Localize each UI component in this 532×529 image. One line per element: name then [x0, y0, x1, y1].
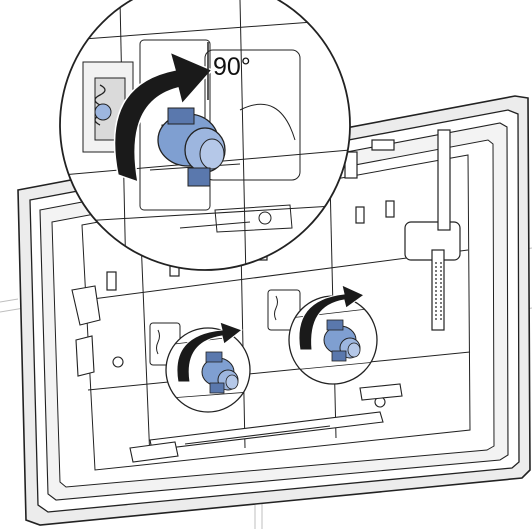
left-clip	[71, 285, 124, 377]
knob-detail-left	[165, 321, 251, 413]
rotation-arrow-right	[298, 284, 365, 351]
rotation-knob-main	[157, 107, 226, 187]
bottom-rail	[129, 383, 403, 463]
knob-detail-right	[288, 284, 378, 385]
rotation-angle-label: 90°	[213, 53, 251, 81]
rotation-knob-right	[323, 319, 361, 362]
side-clamp	[404, 129, 461, 331]
magnified-detail: 90°	[59, 0, 351, 271]
rotation-arrow-main	[113, 50, 214, 184]
rotation-arrow-left	[176, 321, 244, 383]
rotation-knob-left	[201, 351, 239, 394]
